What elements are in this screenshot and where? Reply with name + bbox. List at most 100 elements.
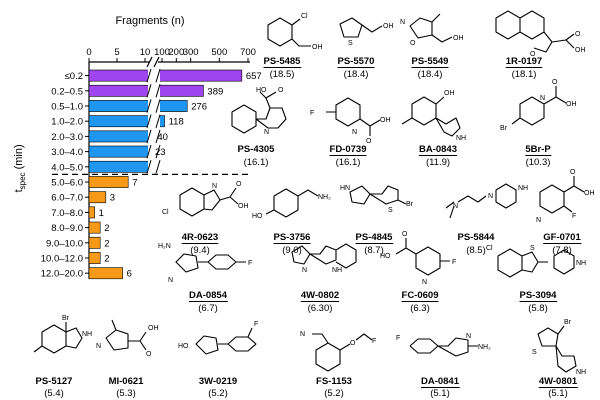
x-tick-label: 10 bbox=[140, 47, 151, 58]
structure-gf-0701: N OH O F bbox=[536, 169, 595, 224]
data-label: 1 bbox=[99, 208, 104, 219]
structure-ps-5570: S OH bbox=[339, 17, 394, 47]
x-tick-label: 5 bbox=[114, 47, 119, 58]
atom-label: N bbox=[264, 129, 269, 136]
atom-label: OH bbox=[148, 325, 159, 332]
structure-4w-0801: S Br NH bbox=[532, 319, 586, 376]
bar-break-mark bbox=[155, 114, 161, 128]
atom-label: O bbox=[530, 51, 536, 58]
atom-label: N bbox=[536, 217, 541, 224]
bar bbox=[88, 160, 151, 173]
compound-value: (5.8) bbox=[528, 303, 548, 314]
compound-value: (18.5) bbox=[270, 69, 295, 80]
compound-value: (8.5) bbox=[466, 245, 486, 256]
structure-ps-3756: HO NH₂ bbox=[252, 188, 331, 220]
structure-1r-0197: O O OH bbox=[495, 10, 586, 58]
bar bbox=[88, 69, 243, 82]
atom-label: N bbox=[96, 343, 101, 350]
structure-ps-3094: Cl S NH bbox=[486, 245, 586, 278]
structure-da-0841: F N NH₂ bbox=[396, 333, 491, 357]
bar-break-mark bbox=[155, 144, 161, 159]
atom-label: Br bbox=[406, 201, 414, 208]
structure-ps-4305: HO O N bbox=[231, 87, 287, 136]
data-label: 3 bbox=[110, 193, 115, 204]
atom-label: N bbox=[168, 277, 173, 284]
atom-label: Br bbox=[564, 319, 572, 326]
structure-ps-5485: Cl OH bbox=[267, 13, 323, 51]
compound-value: (18.1) bbox=[512, 69, 537, 80]
bar-break-mark bbox=[146, 68, 152, 83]
compound-name: FC-0609 bbox=[402, 290, 439, 301]
atom-label: OH bbox=[566, 101, 577, 108]
atom-label: HO bbox=[256, 87, 267, 94]
compound-value: (8.7) bbox=[364, 245, 384, 256]
compound-name: 5Br-P bbox=[525, 144, 551, 155]
compound-name: PS-4305 bbox=[238, 144, 276, 155]
atom-label: NH bbox=[456, 135, 466, 142]
atom-label: F bbox=[248, 260, 252, 267]
atom-label: O bbox=[402, 231, 408, 238]
data-label: 2 bbox=[104, 254, 109, 265]
compound-value: (9.4) bbox=[190, 245, 210, 256]
atom-label: F bbox=[254, 321, 258, 328]
atom-label: NH bbox=[82, 331, 92, 338]
data-label: 23 bbox=[155, 147, 166, 158]
structure-fd-0739: F N OH O bbox=[310, 97, 391, 145]
y-tick-label: ≤0.2 bbox=[65, 71, 83, 82]
data-label: 657 bbox=[246, 71, 262, 82]
axis-break bbox=[146, 56, 153, 68]
data-label: 276 bbox=[191, 102, 207, 113]
compound-name: 4W-0801 bbox=[539, 376, 578, 387]
compound-value: (5.3) bbox=[116, 388, 136, 399]
atom-label: S bbox=[348, 40, 353, 47]
bar-break-mark bbox=[146, 160, 152, 174]
x-tick-label: 700 bbox=[240, 47, 256, 58]
bar-break-mark bbox=[146, 84, 152, 98]
atom-label: N bbox=[488, 193, 493, 200]
atom-label: HO bbox=[252, 213, 263, 220]
atom-label: HN bbox=[340, 185, 350, 192]
data-label: 2 bbox=[104, 223, 109, 234]
compound-name: 4R-0623 bbox=[182, 232, 218, 243]
compound-value: (9.0) bbox=[282, 245, 302, 256]
y-tick-label: 4.0–5.0 bbox=[51, 162, 83, 173]
bar bbox=[88, 206, 95, 219]
data-label: 118 bbox=[169, 117, 184, 128]
compound-name: PS-5127 bbox=[36, 376, 73, 387]
atom-label: NH bbox=[576, 369, 586, 376]
data-label: 40 bbox=[157, 132, 168, 143]
atom-label: O bbox=[236, 181, 242, 188]
atom-label: S bbox=[530, 245, 535, 252]
atom-label: N bbox=[352, 129, 357, 136]
y-tick-label: 2.0–3.0 bbox=[51, 132, 83, 143]
x-tick-label: 0 bbox=[86, 47, 91, 58]
atom-label: N bbox=[300, 331, 305, 338]
structure-4r-0623: Cl N O OH bbox=[162, 181, 249, 217]
compound-underlines bbox=[181, 67, 582, 388]
structure-ps-5844: N N NH bbox=[445, 183, 528, 219]
compound-value: (16.1) bbox=[336, 157, 361, 168]
atom-label: OH bbox=[453, 35, 464, 42]
atom-label: F bbox=[396, 335, 400, 342]
structure-ps-5549: N O OH bbox=[400, 13, 464, 47]
data-label: 2 bbox=[104, 238, 109, 249]
y-tick-label: 5.0–6.0 bbox=[51, 178, 83, 189]
x-tick-label: 300 bbox=[183, 47, 199, 58]
bar-break-mark bbox=[155, 99, 161, 113]
bar bbox=[88, 176, 129, 188]
y-tick-label: 7.0–8.0 bbox=[51, 208, 83, 219]
compound-name: PS-5844 bbox=[458, 232, 496, 243]
compound-name: DA-0854 bbox=[189, 290, 228, 301]
atom-label: N bbox=[453, 203, 458, 210]
atom-label: OH bbox=[380, 117, 391, 124]
atom-label: OH bbox=[444, 90, 455, 97]
atom-label: O bbox=[575, 31, 581, 38]
compound-name: MI-0621 bbox=[109, 376, 145, 387]
atom-label: NH bbox=[576, 260, 586, 267]
x-tick-label: 200 bbox=[168, 47, 184, 58]
structure-4w-0802: N NH bbox=[291, 243, 357, 274]
bar-break-mark bbox=[146, 114, 152, 128]
x-tick-label: 500 bbox=[211, 47, 227, 58]
compound-name: FD-0739 bbox=[330, 144, 367, 155]
atom-label: N bbox=[400, 19, 405, 26]
